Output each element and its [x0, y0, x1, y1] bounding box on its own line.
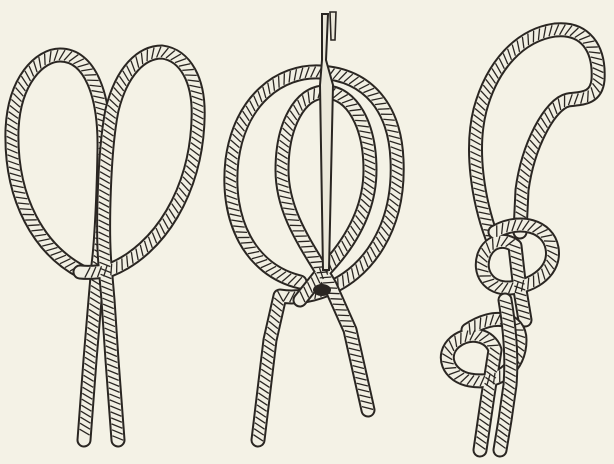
rope-twist-mark: [241, 242, 253, 243]
rope-twist-mark: [304, 251, 316, 252]
knot-chain-figure: [442, 25, 603, 450]
rope-twist-mark: [279, 76, 280, 88]
rope-twist-mark: [487, 345, 499, 346]
marlinspike-tip: [330, 12, 336, 40]
rope-twist-mark: [182, 69, 194, 70]
rope-twist-mark: [45, 54, 46, 66]
left-loop-rope: [7, 50, 110, 440]
long-loop-rope: [470, 25, 603, 238]
ring-loop-figure: [226, 67, 403, 441]
rope-twist-mark: [493, 238, 494, 250]
rope-twist-mark: [355, 120, 367, 121]
rope-twist-mark: [343, 326, 355, 327]
double-loop-figure: [7, 47, 204, 440]
rope-twist-mark: [378, 109, 390, 110]
rope-twist-mark: [333, 304, 345, 305]
seizing-knot: [313, 284, 331, 296]
rope-twist-mark: [235, 232, 247, 233]
rope-twist-mark: [20, 209, 32, 210]
rope-twist-mark: [328, 293, 340, 294]
rope-twist-mark: [335, 310, 347, 311]
rope-twist-mark: [330, 299, 342, 300]
rope-twist-mark: [84, 75, 96, 76]
marlinspike: [320, 14, 333, 270]
rope-twist-mark: [287, 220, 299, 221]
rope-twist-mark: [314, 88, 315, 100]
rope-twist-mark: [480, 318, 481, 330]
rope-twist-mark: [298, 241, 310, 242]
rope-twist-mark: [338, 315, 350, 316]
rope-twist-mark: [301, 246, 313, 247]
rope-twist-mark: [320, 277, 332, 278]
rope-twist-mark: [28, 225, 40, 226]
rope-twist-mark: [340, 321, 352, 322]
rope-twist-mark: [588, 90, 589, 102]
rope-twist-mark: [528, 34, 529, 46]
long-loop-rope-core: [476, 30, 599, 238]
rope-twist-mark: [111, 264, 112, 276]
rope-twist-mark: [323, 282, 335, 283]
